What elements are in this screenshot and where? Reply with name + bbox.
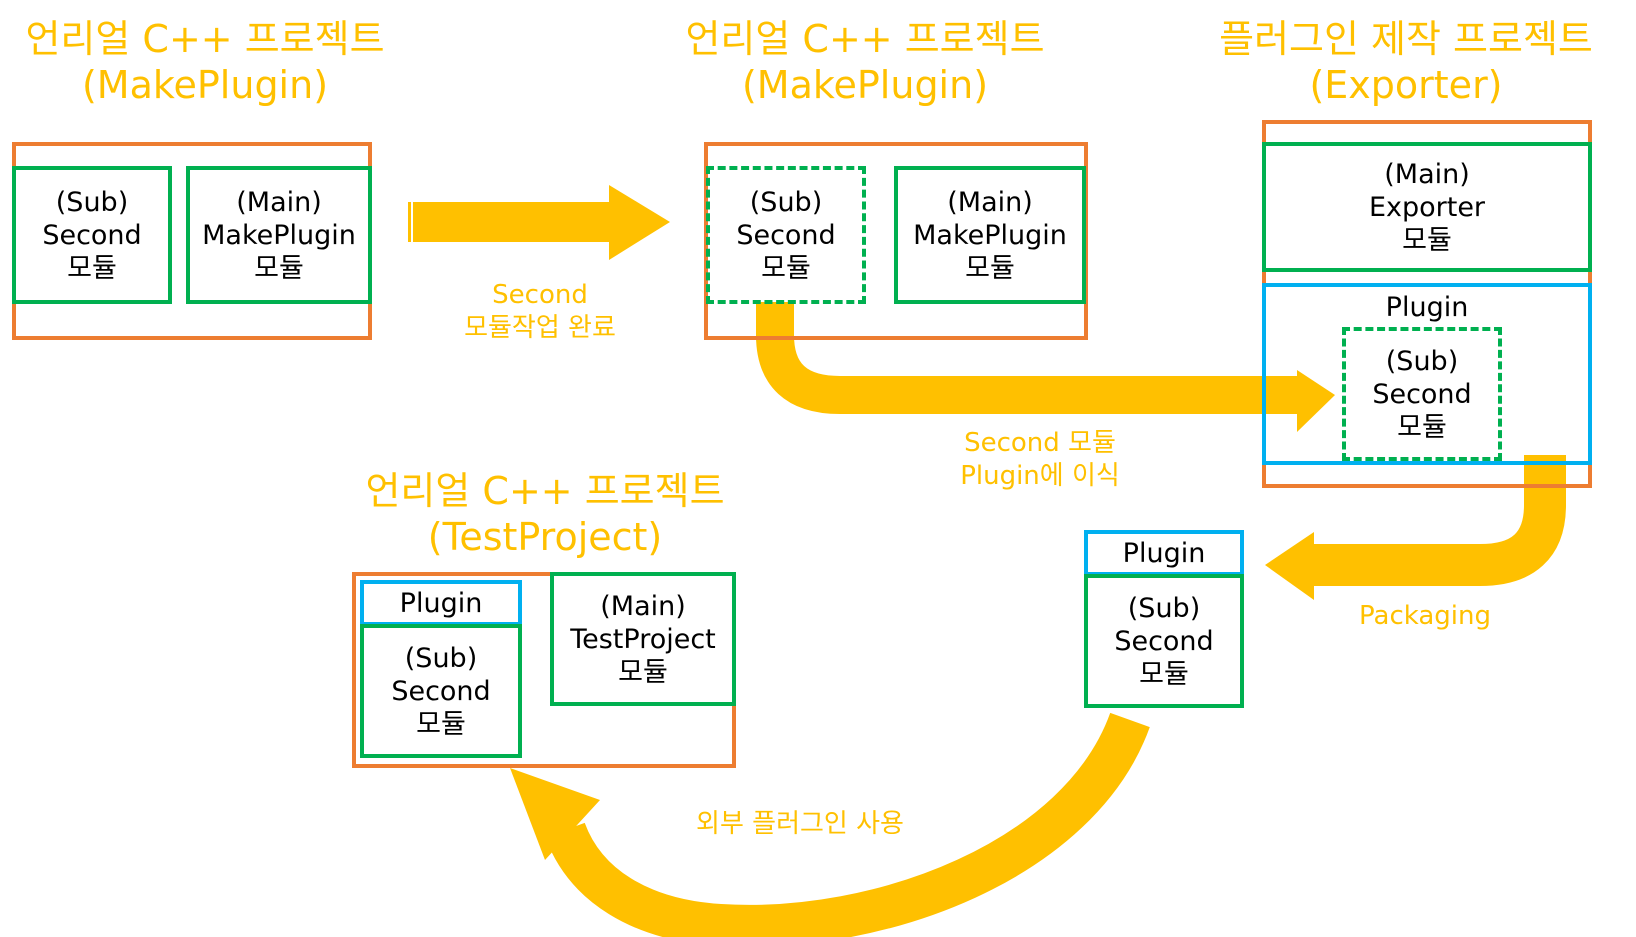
module-line3: 모듈 [254,252,304,284]
caption-line2: 모듈작업 완료 [464,313,616,343]
testproject-module-sub-second: (Sub) Second 모듈 [360,624,522,758]
title-makeplugin-done: 언리얼 C++ 프로젝트 (MakePlugin) [660,16,1070,108]
title-line1: 언리얼 C++ 프로젝트 [25,17,385,61]
module-line3: 모듈 [416,708,466,740]
module-main-testproject: (Main) TestProject 모듈 [550,572,736,706]
module-line1: (Sub) [55,186,129,218]
module-main-makeplugin: (Main) MakePlugin 모듈 [186,166,372,304]
module-line1: (Sub) [1385,345,1459,377]
module-line1: (Sub) [1127,592,1201,624]
caption-line1: 외부 플러그인 사용 [696,809,904,839]
arrow-module-complete [405,185,670,260]
module-line2: Second [736,219,836,251]
module-line1: (Main) [947,186,1033,218]
module-line2: Exporter [1368,191,1486,223]
module-line3: 모듈 [618,656,668,688]
title-exporter: 플러그인 제작 프로젝트 (Exporter) [1186,16,1626,108]
module-line3: 모듈 [67,252,117,284]
caption-line1: Second [492,280,588,310]
module-sub-second-in-plugin: (Sub) Second 모듈 [1342,327,1502,461]
caption-line2: Plugin에 이식 [960,461,1120,491]
module-line2: Second [1114,625,1214,657]
module-line3: 모듈 [1402,224,1452,256]
title-line2: (MakePlugin) [741,63,989,107]
module-main-exporter: (Main) Exporter 모듈 [1262,142,1592,272]
title-line1: 플러그인 제작 프로젝트 [1219,17,1593,61]
module-sub-second: (Sub) Second 모듈 [12,166,172,304]
module-line3: 모듈 [1139,658,1189,690]
module-line1: (Main) [1384,158,1470,190]
title-line2: (MakePlugin) [81,63,329,107]
caption-use-plugin: 외부 플러그인 사용 [660,808,940,841]
module-line2: Second [42,219,142,251]
module-line2: Second [1372,378,1472,410]
module-line2: MakePlugin [202,219,356,251]
module-line2: TestProject [570,623,716,655]
caption-packaging: Packaging [1330,600,1520,633]
module-line1: (Main) [600,590,686,622]
packaged-module-sub-second: (Sub) Second 모듈 [1084,574,1244,708]
caption-line1: Second 모듈 [964,428,1116,458]
module-main-makeplugin-done: (Main) MakePlugin 모듈 [894,166,1086,304]
plugin-label: Plugin [1385,291,1469,323]
module-line1: (Sub) [749,186,823,218]
plugin-container-exporter: Plugin [1262,283,1592,465]
arrow-packaging [1265,455,1566,600]
title-testproject: 언리얼 C++ 프로젝트 (TestProject) [340,468,750,560]
testproject-plugin-header: Plugin [360,580,522,626]
caption-module-complete: Second 모듈작업 완료 [420,279,660,345]
module-line3: 모듈 [761,252,811,284]
title-makeplugin-start: 언리얼 C++ 프로젝트 (MakePlugin) [0,16,410,108]
title-line2: (Exporter) [1309,63,1503,107]
module-line2: Second [391,675,491,707]
packaged-plugin-header: Plugin [1084,530,1244,576]
arrow-use-external-plugin [510,712,1150,937]
title-line1: 언리얼 C++ 프로젝트 [685,17,1045,61]
caption-transplant: Second 모듈 Plugin에 이식 [920,427,1160,493]
title-line2: (TestProject) [427,515,663,559]
title-line1: 언리얼 C++ 프로젝트 [365,469,725,513]
module-line3: 모듈 [1397,411,1447,443]
arrow-transplant-to-plugin [756,302,1335,432]
module-line2: MakePlugin [913,219,1067,251]
module-sub-second-done: (Sub) Second 모듈 [706,166,866,304]
module-line3: 모듈 [965,252,1015,284]
module-line1: (Sub) [404,642,478,674]
caption-line1: Packaging [1359,601,1491,631]
module-line1: (Main) [236,186,322,218]
